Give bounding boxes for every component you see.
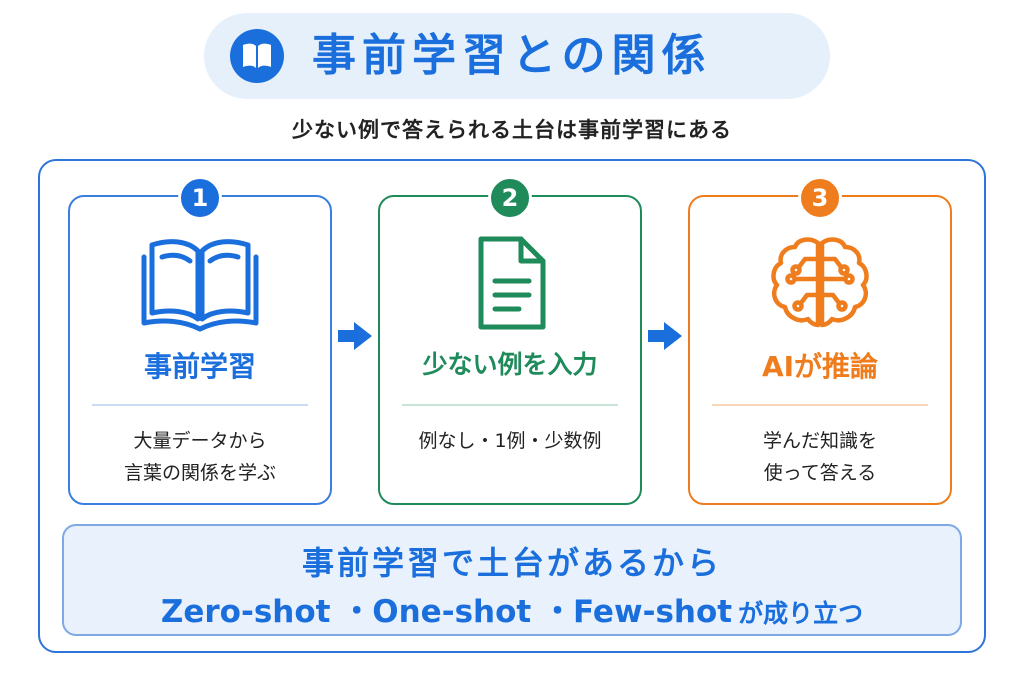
step-number-badge: 2 <box>488 176 532 220</box>
title-pill: 事前学習との関係 <box>204 13 830 99</box>
page-title: 事前学習との関係 <box>312 30 712 81</box>
shot-types: Zero-shot ・One-shot ・Few-shot <box>160 594 733 630</box>
document-icon <box>380 233 640 333</box>
card-divider <box>712 404 928 406</box>
step-title: 事前学習 <box>143 350 256 383</box>
card-divider <box>402 404 618 406</box>
step-card-pretraining: 事前学習 大量データから 言葉の関係を学ぶ <box>68 195 332 505</box>
step-title: AIが推論 <box>761 350 879 383</box>
banner-headline: 事前学習で土台があるから <box>301 544 722 582</box>
open-book-icon <box>230 29 284 83</box>
card-divider <box>92 404 308 406</box>
banner-tail: が成り立つ <box>738 599 864 628</box>
arrow-right-icon <box>338 322 372 350</box>
arrow-right-icon <box>648 322 682 350</box>
step-description: 例なし・1例・少数例 <box>418 430 602 452</box>
brain-circuit-icon <box>690 233 950 333</box>
step-card-ai-inference: AIが推論 学んだ知識を 使って答える <box>688 195 952 505</box>
step-title: 少ない例を入力 <box>422 350 598 379</box>
step-number-badge: 3 <box>798 176 842 220</box>
step-description: 大量データから 言葉の関係を学ぶ <box>123 430 276 484</box>
page-subtitle: 少ない例で答えられる土台は事前学習にある <box>292 118 732 142</box>
open-book-icon <box>70 233 330 333</box>
conclusion-banner: 事前学習で土台があるから Zero-shot ・One-shot ・Few-sh… <box>62 524 962 636</box>
step-description: 学んだ知識を 使って答える <box>762 430 877 484</box>
step-number-badge: 1 <box>178 176 222 220</box>
step-card-few-examples: 少ない例を入力 例なし・1例・少数例 <box>378 195 642 505</box>
